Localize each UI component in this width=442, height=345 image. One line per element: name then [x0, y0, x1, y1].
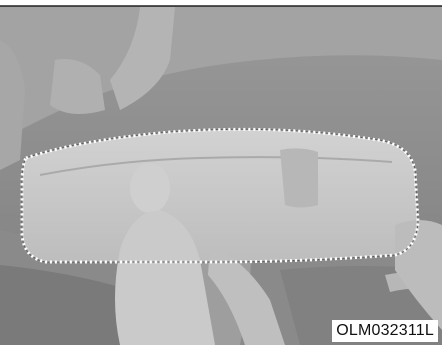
figure-code-label: OLM032311L — [332, 320, 438, 342]
curtain-airbag — [22, 129, 418, 262]
